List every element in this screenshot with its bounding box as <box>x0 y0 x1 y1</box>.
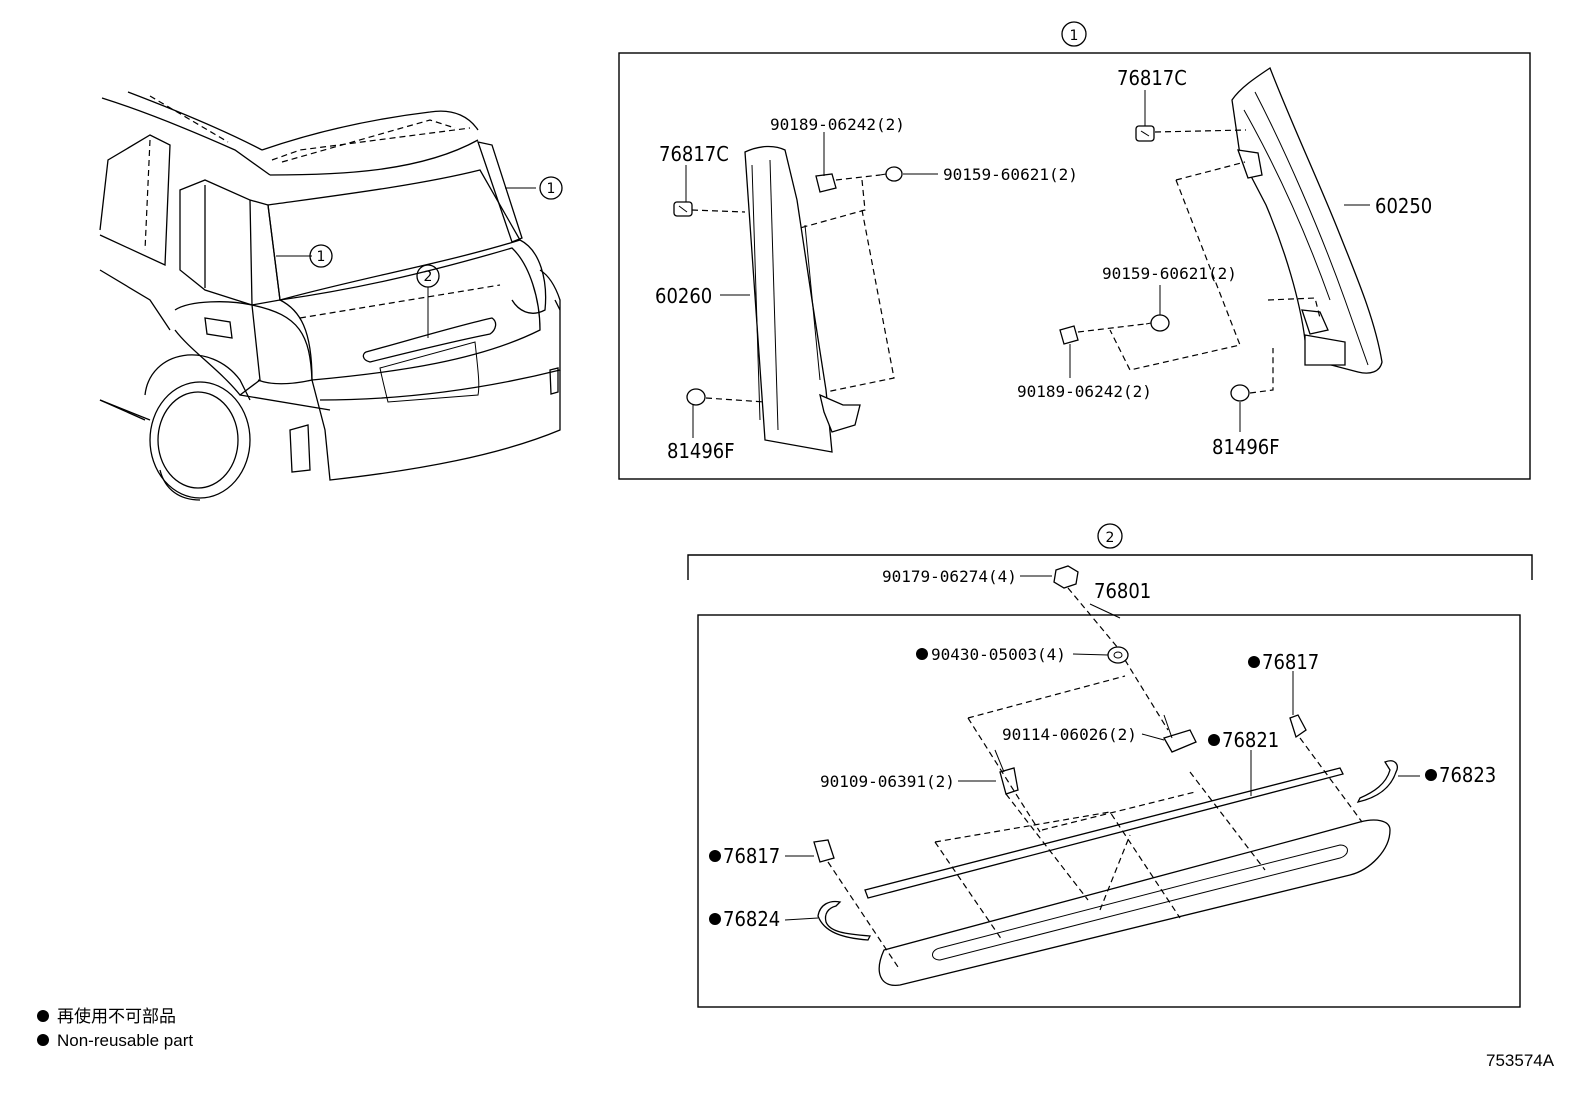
svg-text:1: 1 <box>547 181 556 197</box>
vehicle-rear-view <box>99 91 561 501</box>
label-washer: 90430-05003(4) <box>931 645 1066 664</box>
back-door-garnish <box>878 819 1391 986</box>
label-left-bolt-top: 90159-60621(2) <box>943 165 1078 184</box>
left-screw-top-icon <box>815 164 837 193</box>
group-1-callout: 1 <box>1061 21 1087 47</box>
label-moulding: 76821 <box>1222 728 1279 752</box>
svg-text:2: 2 <box>424 269 433 285</box>
label-clip-right: 76817 <box>1262 650 1319 674</box>
left-clip-top-icon <box>673 201 693 217</box>
vehicle-callout-garnish: 2 <box>416 264 440 288</box>
group-1-frame <box>618 52 1531 480</box>
label-left-clip-bottom: 81496F <box>667 439 735 463</box>
label-stud: 90114-06026(2) <box>1002 725 1137 744</box>
non-reusable-dot-icon <box>1248 656 1260 668</box>
label-right-garnish: 60250 <box>1375 194 1432 218</box>
label-right-clip-bottom: 81496F <box>1212 435 1280 459</box>
label-screw: 90109-06391(2) <box>820 772 955 791</box>
seal-right <box>1356 760 1399 803</box>
legend-japanese: 再使用不可部品 <box>57 1006 176 1026</box>
non-reusable-dot-icon <box>709 913 721 925</box>
left-clip-bottom-icon <box>686 388 706 406</box>
right-clip-bottom-icon <box>1230 384 1250 402</box>
label-clip-left: 76817 <box>723 844 780 868</box>
vehicle-callout-glass: 1 <box>309 244 333 268</box>
group-2-bracket <box>687 554 1533 580</box>
right-pillar-garnish <box>1231 67 1383 374</box>
label-assembly: 76801 <box>1094 579 1151 603</box>
clip-right-icon <box>1289 714 1307 739</box>
left-pillar-garnish <box>744 145 861 453</box>
legend-dot-icon <box>37 1010 49 1022</box>
non-reusable-dot-icon <box>1425 769 1437 781</box>
moulding-strip <box>864 767 1344 899</box>
clip-left-icon <box>813 839 835 863</box>
label-nut: 90179-06274(4) <box>882 567 1017 586</box>
right-bolt-icon <box>1145 314 1170 332</box>
label-right-clip-top: 76817C <box>1117 66 1187 90</box>
svg-text:1: 1 <box>317 249 326 265</box>
stud-icon <box>1163 714 1197 753</box>
label-seal-left: 76824 <box>723 907 780 931</box>
non-reusable-dot-icon <box>916 648 928 660</box>
figure-code: 753574A <box>1486 1051 1555 1070</box>
label-left-screw-top: 90189-06242(2) <box>770 115 905 134</box>
svg-text:1: 1 <box>1070 28 1079 44</box>
label-seal-right: 76823 <box>1439 763 1496 787</box>
non-reusable-dot-icon <box>1208 734 1220 746</box>
right-screw-icon <box>1059 325 1079 345</box>
right-clip-top-icon <box>1135 125 1155 142</box>
non-reusable-dot-icon <box>709 850 721 862</box>
nut-icon <box>1053 565 1079 589</box>
group-2-frame <box>697 614 1521 1008</box>
seal-left <box>817 900 872 941</box>
legend-english: Non-reusable part <box>57 1031 193 1050</box>
vehicle-callout-pillar: 1 <box>539 176 563 200</box>
label-right-screw: 90189-06242(2) <box>1017 382 1152 401</box>
left-bolt-top-icon <box>879 166 903 182</box>
legend-dot-icon <box>37 1034 49 1046</box>
label-left-garnish: 60260 <box>655 284 712 308</box>
label-left-clip-top: 76817C <box>659 142 729 166</box>
group-2-callout: 2 <box>1097 523 1123 549</box>
svg-text:2: 2 <box>1106 530 1115 546</box>
label-right-bolt: 90159-60621(2) <box>1102 264 1237 283</box>
screw-icon <box>994 749 1019 795</box>
